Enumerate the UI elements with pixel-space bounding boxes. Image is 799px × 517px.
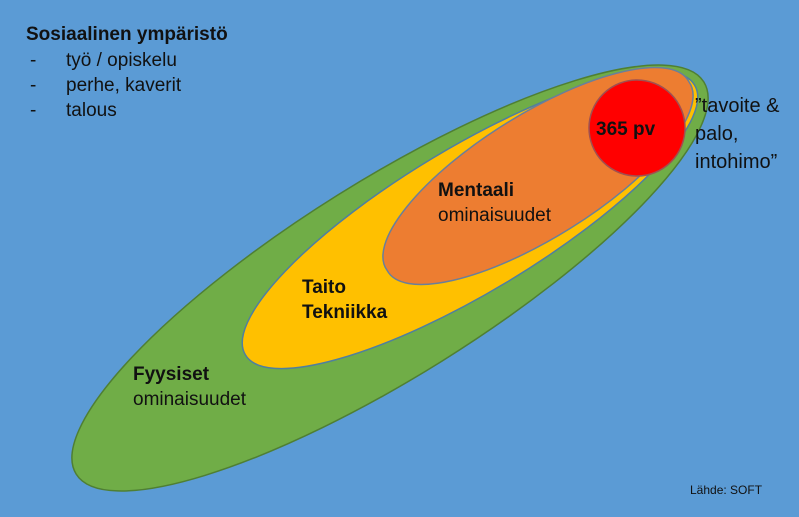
social-item: -työ / opiskelu — [30, 50, 177, 71]
social-list: -työ / opiskelu -perhe, kaverit -talous — [30, 48, 181, 123]
source-note: Lähde: SOFT — [690, 483, 763, 497]
mental-label: Mentaali ominaisuudet — [438, 180, 552, 226]
social-item: -talous — [30, 100, 117, 121]
core-label: 365 pv — [596, 119, 656, 140]
skill-label: Taito Tekniikka — [302, 277, 388, 323]
physical-label: Fyysiset ominaisuudet — [133, 364, 247, 410]
social-title: Sosiaalinen ympäristö — [26, 24, 228, 45]
core-circle — [588, 79, 686, 177]
quote: ”tavoite & palo, intohimo” — [695, 95, 780, 173]
social-item: -perhe, kaverit — [30, 75, 182, 96]
